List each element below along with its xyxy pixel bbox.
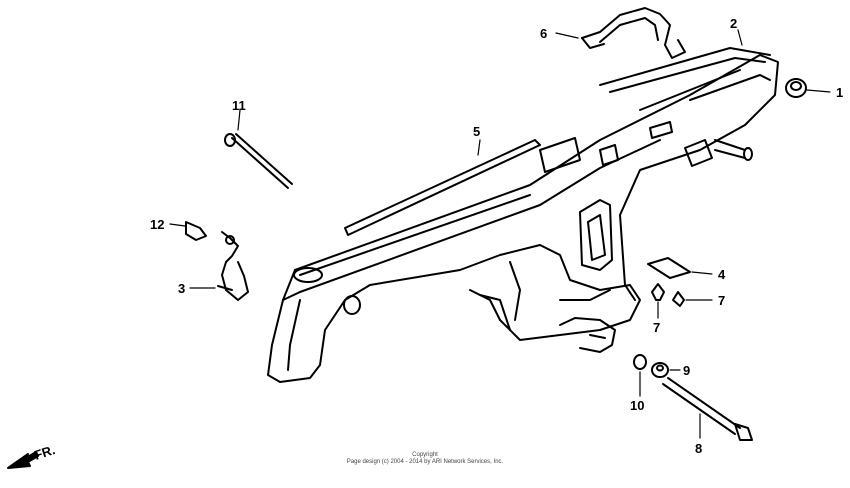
callout-10: 10 (630, 398, 644, 413)
copyright-line-2: Page design (c) 2004 - 2014 by ARI Netwo… (346, 459, 504, 465)
bolt-part-8 (662, 377, 753, 441)
callout-9: 9 (683, 363, 690, 378)
copyright-line-1: Copyright (412, 452, 438, 458)
front-mount-boss (343, 295, 361, 315)
callout-3: 3 (178, 281, 185, 296)
callout-6: 6 (540, 26, 547, 41)
callout-12: 12 (150, 217, 164, 232)
front-direction-label: FR. (32, 442, 57, 463)
washer-part-10 (633, 354, 647, 397)
leader-line-2 (737, 29, 743, 46)
pivot-axle (684, 139, 753, 167)
nut-part-9 (651, 362, 681, 378)
callout-4: 4 (718, 267, 726, 282)
grommet-part-1 (785, 78, 831, 98)
grab-handle-part-6 (555, 7, 686, 59)
bolt-part-12 (169, 221, 207, 241)
callout-2: 2 (730, 16, 737, 31)
callout-11: 11 (232, 98, 246, 113)
callout-7b: 7 (718, 293, 725, 308)
clip-part-7b (672, 291, 713, 307)
callout-5: 5 (473, 124, 480, 139)
callout-8: 8 (695, 441, 702, 456)
clip-part-7a (651, 283, 665, 319)
front-direction-arrow-icon (7, 451, 39, 469)
bolt-part-11 (224, 109, 293, 189)
plate-part-4 (647, 257, 713, 279)
callout-1: 1 (836, 85, 843, 100)
front-neck-cap (293, 267, 323, 283)
callout-7a: 7 (653, 320, 660, 335)
strip-part-5 (344, 139, 541, 236)
frame-body (267, 47, 779, 383)
spring-part-3 (189, 231, 249, 301)
